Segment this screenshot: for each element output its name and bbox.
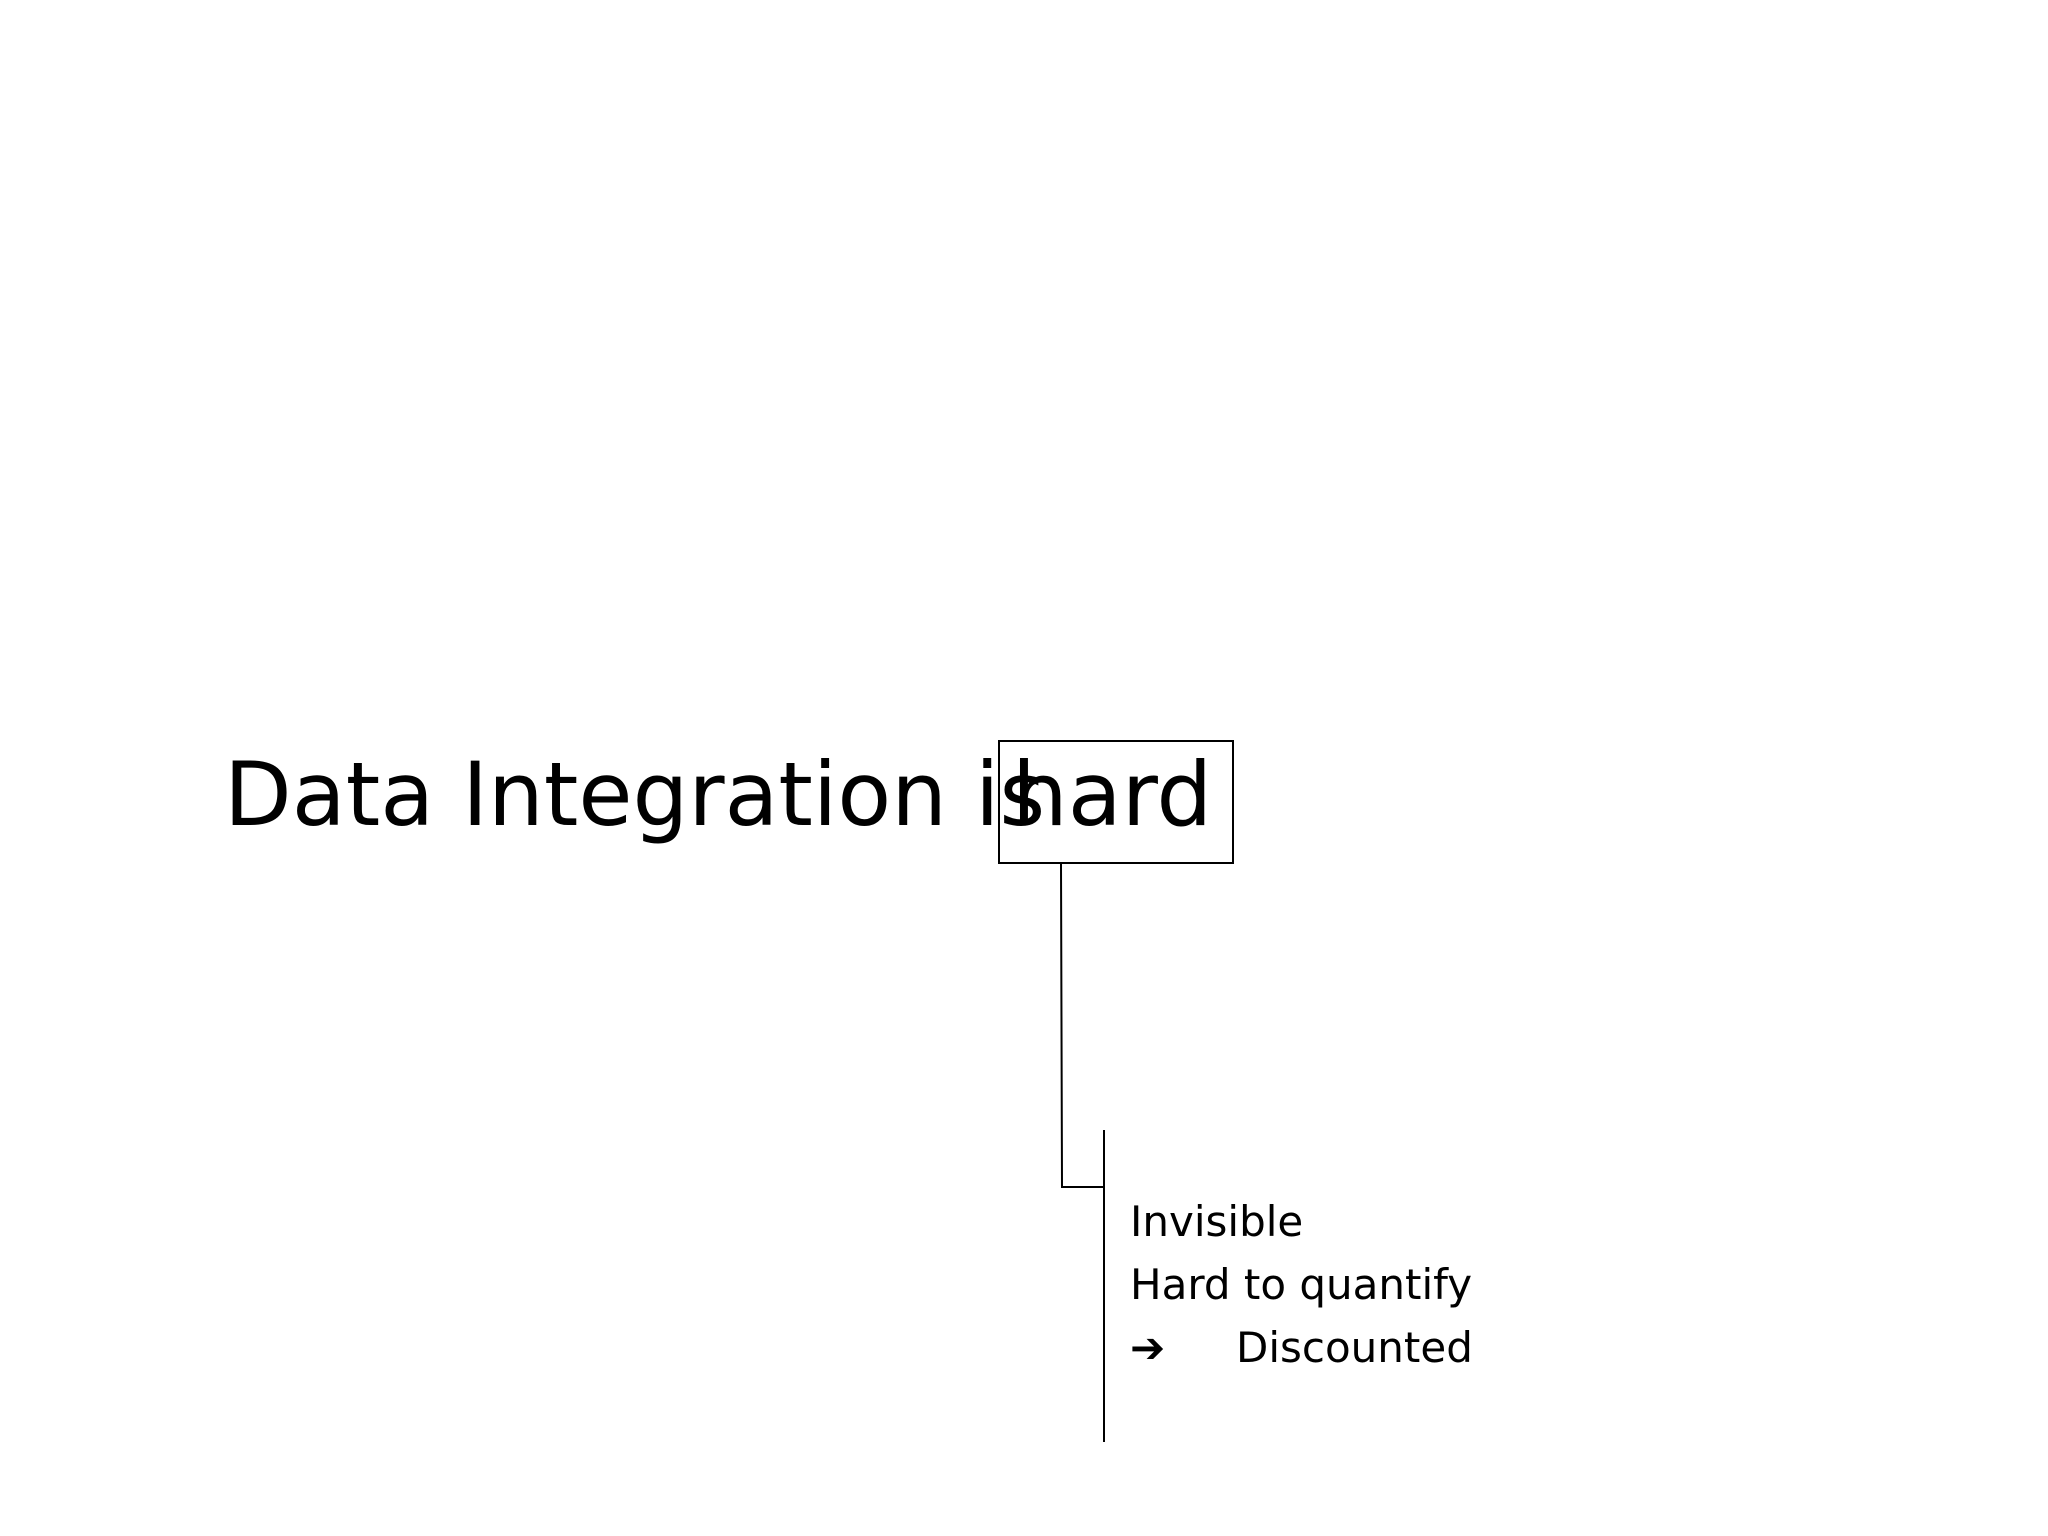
slide-title-highlight: hard xyxy=(1012,743,1213,846)
conclusion-item: ➔ Discounted xyxy=(1130,1316,1473,1379)
highlight-box xyxy=(998,740,1234,864)
note-list: Invisible Hard to quantify ➔ Discounted xyxy=(1130,1190,1473,1379)
slide-title-prefix: Data Integration is xyxy=(224,743,1046,846)
conclusion-text: Discounted xyxy=(1236,1323,1473,1372)
connector-line xyxy=(1060,863,1104,1188)
arrow-right-icon: ➔ xyxy=(1130,1323,1166,1372)
note-item-hard-to-quantify: Hard to quantify xyxy=(1130,1260,1473,1309)
note-item-invisible: Invisible xyxy=(1130,1197,1304,1246)
